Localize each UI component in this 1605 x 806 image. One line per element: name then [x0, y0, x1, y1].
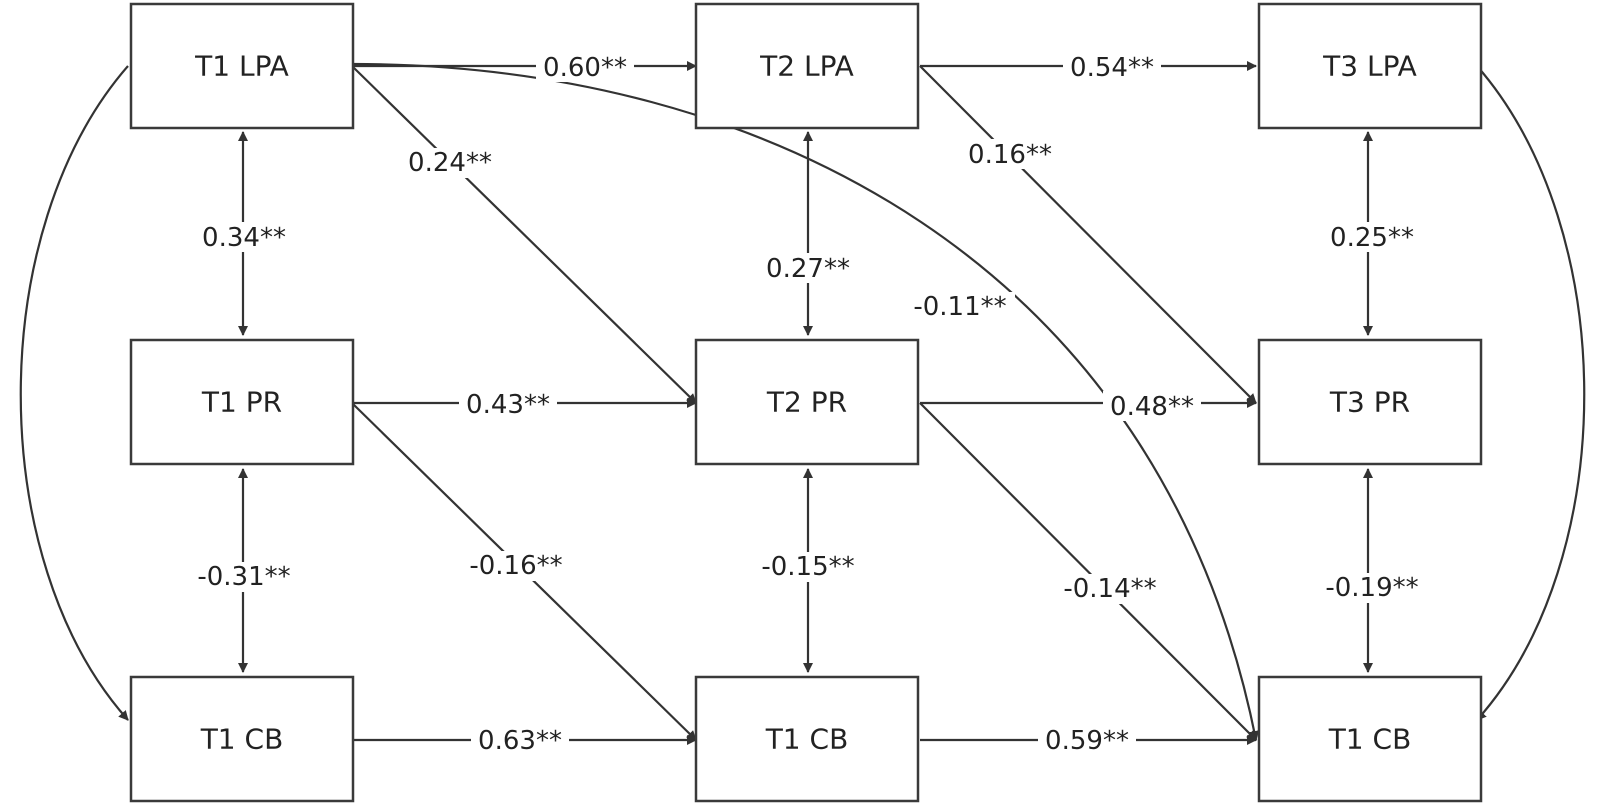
node-label: T1 CB [1328, 723, 1412, 756]
node-t2-cb: T1 CB [694, 675, 920, 803]
path-lpa3-cb3-curve [1476, 65, 1586, 721]
coef-lpa2-pr3: 0.16** [961, 139, 1059, 170]
coef-text: 0.59** [1045, 726, 1129, 756]
path-pr2-cb3 [919, 402, 1257, 741]
coef-text: -0.14** [1063, 574, 1156, 604]
node-label: T1 CB [200, 723, 284, 756]
coef-pr2-pr3: 0.48** [1103, 391, 1201, 422]
path-lpa1-pr2 [351, 65, 697, 404]
node-label: T2 PR [766, 386, 847, 419]
node-label: T3 LPA [1322, 50, 1417, 83]
node-t3-pr: T3 PR [1257, 338, 1483, 466]
coef-text: 0.54** [1070, 53, 1154, 83]
coef-lpa1-cb3: -0.11** [905, 292, 1015, 322]
coef-text: 0.63** [478, 726, 562, 756]
coef-text: 0.60** [543, 53, 627, 83]
node-label: T1 PR [201, 386, 282, 419]
path-lpa1-cb1-curve [19, 65, 129, 721]
node-label: T1 CB [765, 723, 849, 756]
coef-pr3-cb3: -0.19** [1317, 573, 1427, 603]
coef-pr1-cb1: -0.31** [189, 562, 299, 592]
coef-cb1-cb2: 0.63** [471, 726, 569, 756]
coef-lpa2-lpa3: 0.54** [1063, 52, 1161, 83]
coef-pr2-cb3: -0.14** [1055, 574, 1165, 604]
path-lpa2-pr3 [919, 65, 1257, 404]
coef-text: -0.31** [197, 562, 290, 592]
node-label: T1 LPA [194, 50, 289, 83]
node-label: T2 LPA [759, 50, 854, 83]
coef-text: -0.16** [469, 551, 562, 581]
coef-text: -0.15** [761, 552, 854, 582]
nodes: T1 LPA T2 LPA T3 LPA T1 PR T2 PR T3 PR T… [129, 2, 1483, 803]
node-t3-lpa: T3 LPA [1257, 2, 1483, 130]
node-t1-lpa: T1 LPA [129, 2, 355, 130]
coef-lpa2-pr2: 0.27** [759, 253, 857, 284]
coef-pr1-pr2: 0.43** [459, 389, 557, 420]
node-t1-pr: T1 PR [129, 338, 355, 466]
coef-cb2-cb3: 0.59** [1038, 726, 1136, 756]
coef-text: 0.43** [466, 390, 550, 420]
coef-text: -0.19** [1325, 573, 1418, 603]
coef-lpa3-pr3: 0.25** [1323, 222, 1421, 253]
coef-lpa1-pr2: 0.24** [401, 148, 499, 178]
node-label: T3 PR [1329, 386, 1410, 419]
coef-text: 0.48** [1110, 392, 1194, 422]
coef-text: 0.25** [1330, 223, 1414, 253]
coef-pr1-cb2: -0.16** [461, 551, 571, 581]
coef-lpa1-lpa2: 0.60** [536, 52, 634, 83]
coef-text: -0.11** [913, 292, 1006, 322]
node-t3-cb: T1 CB [1257, 675, 1483, 803]
path-lpa1-cb3-curve [351, 62, 1260, 741]
node-t1-cb: T1 CB [129, 675, 355, 803]
node-t2-lpa: T2 LPA [694, 2, 920, 130]
coef-text: 0.24** [408, 148, 492, 178]
coef-lpa1-pr1: 0.34** [195, 222, 293, 253]
coef-text: 0.27** [766, 254, 850, 284]
coef-text: 0.34** [202, 223, 286, 253]
coefficient-labels: 0.60** 0.54** 0.24** 0.16** 0.34** 0.27*… [189, 52, 1427, 756]
node-t2-pr: T2 PR [694, 338, 920, 466]
coef-text: 0.16** [968, 140, 1052, 170]
coef-pr2-cb2: -0.15** [753, 552, 863, 582]
